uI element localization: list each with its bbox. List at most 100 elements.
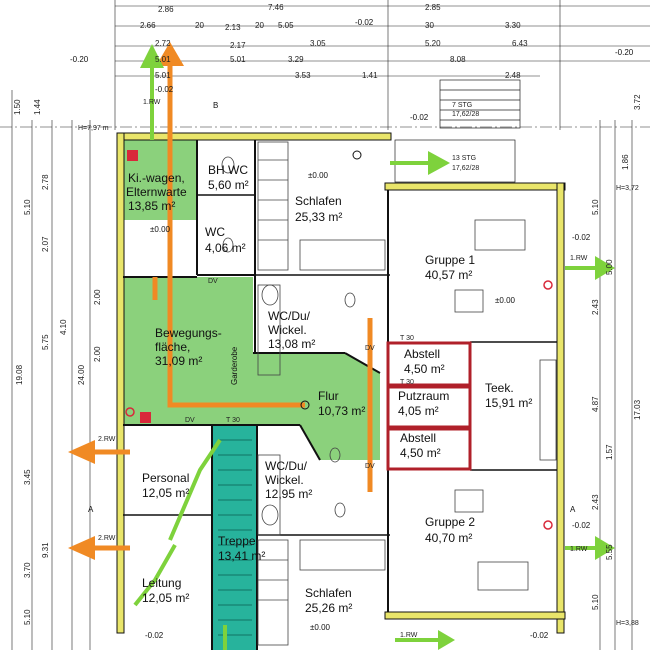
tag-a: A [88, 505, 94, 514]
dimension-texts-top: 2.86 7.46 2.85 2.66 20 2.13 20 5.05 30 3… [140, 3, 528, 80]
room-name-kinderwagen: Ki.-wagen, [128, 171, 185, 185]
dim-text: 2.07 [41, 236, 50, 252]
dim-text: 1.50 [13, 99, 22, 115]
toilet [344, 292, 356, 308]
dim-text: 6.43 [512, 39, 528, 48]
level-minus: -0.02 [530, 631, 549, 640]
washbasin [261, 504, 279, 526]
dim-text: 5.75 [41, 334, 50, 350]
toilet [329, 447, 341, 463]
room-name-schlafen-bot: Schlafen [305, 586, 352, 600]
storage-block [386, 341, 472, 471]
dim-text: 1.57 [605, 444, 614, 460]
dimension-lines-top [0, 0, 650, 130]
dim-text: 24.00 [77, 364, 86, 385]
dim-text: 5.20 [425, 39, 441, 48]
level-minus: -0.02 [145, 631, 164, 640]
dim-text: 8.08 [450, 55, 466, 64]
fire-extinguisher-icon [127, 150, 138, 161]
tags: 2.RW 2.RW 1.RW 1.RW 1.RW 1.RW T 30 T 30 … [78, 99, 639, 639]
toilet [221, 156, 235, 174]
table-gruppe2b [454, 489, 484, 513]
tag-rw: 2.RW [98, 436, 116, 443]
green-arrows [140, 44, 615, 650]
dim-text: 2.43 [591, 494, 600, 510]
arrow-right-icon [438, 630, 455, 650]
wall-flur-diag2 [299, 424, 321, 461]
dim-text: 3.05 [310, 39, 326, 48]
room-name-bewegung-2: fläche, [155, 340, 190, 354]
dim-text: 19.08 [15, 364, 24, 385]
wc-cabinet [257, 454, 281, 536]
stair-rise-top: 17,62/28 [452, 111, 479, 118]
dim-text: 5.10 [591, 199, 600, 215]
room-name-wcdu-bot-2: Wickel. [265, 473, 304, 487]
room-name-kinderwagen-2: Elternwarte [126, 185, 187, 199]
dim-text: 3.45 [23, 469, 32, 485]
level-zero: ±0.00 [310, 623, 331, 632]
room-name-bewegung: Bewegungs- [155, 326, 222, 340]
room-area-personal: 12,05 m² [142, 486, 189, 500]
arrow-right-icon [428, 151, 450, 175]
tag-rw: 1.RW [570, 255, 588, 262]
room-name-personal: Personal [142, 471, 189, 485]
dim-text: 1.41 [362, 71, 378, 80]
outer-wall-top [120, 132, 392, 141]
dim-text: 30 [425, 21, 434, 30]
level-minus: -0.02 [572, 521, 591, 530]
escape-routes [95, 60, 373, 551]
toilet [222, 237, 234, 253]
room-name-flur: Flur [318, 389, 339, 403]
level-minus: -0.02 [572, 233, 591, 242]
fill-flur [253, 353, 380, 460]
dim-text: 5.10 [23, 199, 32, 215]
dim-text: 5.10 [591, 594, 600, 610]
tag-rw: 1.RW [570, 546, 588, 553]
tag-rw: 1.RW [400, 632, 418, 639]
walls [116, 132, 566, 650]
tag-rw: 2.RW [98, 535, 116, 542]
tag-dv: DV [185, 417, 195, 424]
room-area-bewegung: 31,09 m² [155, 354, 202, 368]
tag-t30: T 30 [226, 417, 240, 424]
dim-text: 20 [255, 21, 264, 30]
room-name-garderobe: Garderobe [230, 346, 239, 385]
stair-rise-mid: 17,62/28 [452, 165, 479, 172]
room-area-treppe: 13,41 m² [218, 549, 265, 563]
tag-a: A [570, 505, 576, 514]
escape-arrows [68, 42, 184, 560]
dim-text: 4.87 [591, 396, 600, 412]
abstell2-walls [386, 427, 472, 471]
tag-height: H=7,97 m [78, 125, 109, 132]
room-name-abstell1: Abstell [404, 347, 440, 361]
room-name-wcdu-top: WC/Du/ [268, 309, 311, 323]
dim-text: 5.01 [155, 71, 171, 80]
room-area-gruppe2: 40,70 m² [425, 531, 472, 545]
dim-text: 2.86 [158, 5, 174, 14]
room-name-leitung: Leitung [142, 576, 181, 590]
room-fills [123, 140, 380, 650]
room-labels: Ki.-wagen, Elternwarte 13,85 m² BH WC 5,… [126, 163, 532, 615]
bed-grid-bottom [257, 539, 289, 646]
table-gruppe2 [477, 561, 529, 591]
dim-text: 5.55 [605, 544, 614, 560]
dim-text: 3.53 [295, 71, 311, 80]
dim-text: 1.44 [33, 99, 42, 115]
dim-text: 5.05 [278, 21, 294, 30]
room-area-flur: 10,73 m² [318, 404, 365, 418]
dimension-texts-right: 3.72 1.86 5.10 5.00 2.43 4.87 17.03 1.57… [591, 94, 642, 610]
green-routes [133, 60, 600, 650]
dim-text: 2.13 [225, 23, 241, 32]
outside-stair [394, 79, 521, 183]
dim-text: 2.72 [155, 39, 171, 48]
room-area-wc: 4,06 m² [205, 241, 246, 255]
level-zero: ±0.00 [495, 296, 516, 305]
room-area-abstell2: 4,50 m² [400, 446, 441, 460]
tag-rw: 1.RW [143, 99, 161, 106]
dimension-texts-left: 1.50 1.44 2.78 5.10 2.07 2.00 4.10 5.75 … [13, 99, 102, 625]
tag-height: H=3,72 [616, 185, 639, 192]
dim-text: 2.00 [93, 289, 102, 305]
dim-text: 2.48 [505, 71, 521, 80]
arrow-up-icon [156, 42, 184, 66]
dim-text: 2.00 [93, 346, 102, 362]
